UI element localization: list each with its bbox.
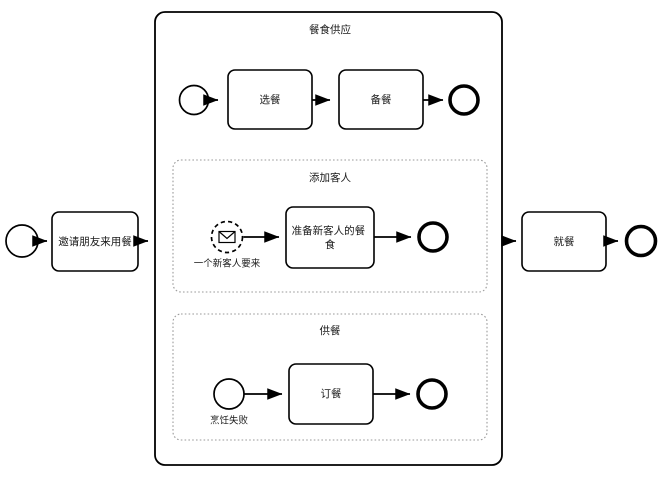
message-start-event-new-guest[interactable]	[210, 220, 244, 254]
start-event-cooking-failed[interactable]	[213, 378, 245, 410]
pool-end-event[interactable]	[448, 84, 480, 116]
pool-start-event[interactable]	[178, 84, 210, 116]
lane-add-guest-end-event[interactable]	[417, 221, 449, 253]
task-prepare-new-guest-meal-label: 准备新客人的餐 食	[292, 224, 369, 251]
start-event-cooking-failed-label: 烹饪失败	[210, 415, 249, 427]
lane-serve-meal-title: 供餐	[320, 324, 341, 337]
task-select-meal-label: 选餐	[260, 93, 281, 106]
task-prepare-new-guest-meal[interactable]	[285, 206, 375, 269]
task-prepare-new-guest-meal-line1: 准备新客人的餐	[292, 224, 366, 237]
subprocess-meal-supply-title: 餐食供应	[309, 23, 351, 36]
task-prepare-new-guest-meal-line2: 食	[325, 238, 336, 251]
outer-start-event[interactable]	[5, 224, 39, 258]
task-order-meal-label: 订餐	[321, 387, 342, 400]
outer-end-event[interactable]	[624, 224, 658, 258]
lane-serve-meal-end-event[interactable]	[416, 378, 448, 410]
task-prepare-meal-label: 备餐	[371, 93, 392, 106]
message-start-event-new-guest-label: 一个新客人要来	[194, 258, 261, 270]
task-invite-friends-label: 邀请朋友来用餐	[58, 235, 132, 248]
task-dining-label: 就餐	[554, 235, 575, 248]
lane-add-guest-title: 添加客人	[309, 171, 351, 184]
